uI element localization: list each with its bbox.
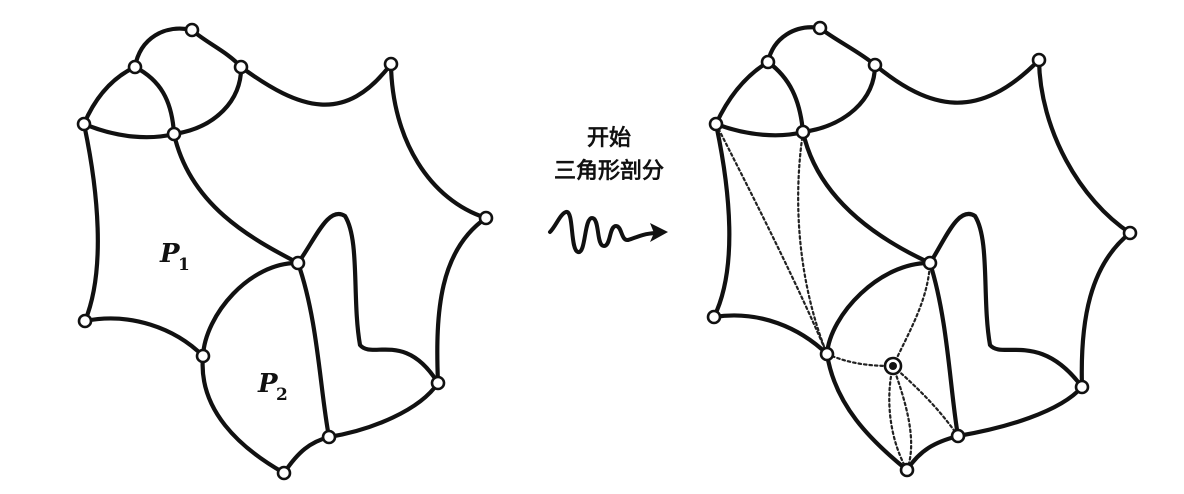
vertex xyxy=(430,375,446,391)
vertex xyxy=(77,313,93,329)
edge xyxy=(295,260,332,440)
edge xyxy=(189,27,244,70)
edge xyxy=(81,64,138,127)
left-mesh-edges xyxy=(81,26,489,476)
vertex xyxy=(706,309,722,325)
vertex xyxy=(950,428,966,444)
vertex xyxy=(819,346,835,362)
edge xyxy=(824,351,910,473)
edge xyxy=(326,380,441,440)
left-mesh: P 1 P 2 xyxy=(76,22,494,481)
triangulation-edge xyxy=(891,364,913,472)
vertex xyxy=(760,54,776,70)
edge xyxy=(711,121,732,320)
edge xyxy=(800,62,878,135)
edge xyxy=(200,260,301,359)
edge xyxy=(132,64,177,137)
vertex xyxy=(1074,379,1090,395)
vertex xyxy=(290,255,306,271)
edge xyxy=(82,316,206,359)
caption-line-1: 开始 xyxy=(587,125,631,151)
left-mesh-vertices xyxy=(76,22,494,481)
edge xyxy=(388,61,489,221)
triangulation-edge xyxy=(891,261,932,368)
vertex xyxy=(812,20,828,36)
edge xyxy=(872,57,1042,105)
vertex xyxy=(195,348,211,364)
triangulation-edge xyxy=(825,352,895,368)
region-label-p1: P 1 xyxy=(159,239,190,275)
vertex xyxy=(233,59,249,75)
vertex xyxy=(922,255,938,271)
region-p2-letter: P xyxy=(257,369,279,399)
right-mesh xyxy=(706,20,1138,478)
edge xyxy=(171,64,244,137)
edge xyxy=(817,25,878,68)
edge xyxy=(927,211,1085,390)
edge xyxy=(81,121,177,140)
edge xyxy=(713,121,806,138)
triangulation-edge xyxy=(888,364,909,472)
right-mesh-vertices xyxy=(706,20,1138,478)
vertex xyxy=(795,124,811,140)
center-vertex xyxy=(883,356,903,376)
right-mesh-edges xyxy=(711,25,1133,473)
region-label-p2: P 2 xyxy=(257,369,288,405)
vertex xyxy=(478,210,494,226)
vertex xyxy=(127,59,143,75)
vertex xyxy=(76,116,92,132)
triangulation-edge xyxy=(797,130,829,356)
edge xyxy=(713,59,771,127)
edge xyxy=(171,131,301,266)
vertex xyxy=(276,465,292,481)
region-p1-subscript: 1 xyxy=(178,255,190,275)
edge xyxy=(711,313,830,357)
edge xyxy=(132,26,195,70)
caption-line-2: 三角形剖分 xyxy=(554,158,664,184)
wavy-arrow-icon xyxy=(548,209,668,254)
vertex xyxy=(321,429,337,445)
right-mesh-triangulation xyxy=(714,122,960,472)
arrow-head xyxy=(650,223,668,242)
vertex xyxy=(383,56,399,72)
edge xyxy=(824,260,933,357)
vertex xyxy=(899,462,915,478)
triangulation-edge xyxy=(714,122,829,356)
edge xyxy=(765,25,823,65)
edge xyxy=(800,129,933,266)
edge xyxy=(1036,57,1133,236)
vertex xyxy=(708,116,724,132)
vertex xyxy=(1122,225,1138,241)
transition: 开始 三角形剖分 xyxy=(548,125,668,254)
edge xyxy=(295,211,441,386)
region-p1-letter: P xyxy=(159,239,181,269)
vertex xyxy=(1031,52,1047,68)
edge xyxy=(927,260,961,439)
edge xyxy=(765,59,806,135)
edge xyxy=(435,215,489,386)
edge xyxy=(1079,230,1133,390)
edge xyxy=(955,384,1085,439)
edge xyxy=(238,61,394,107)
edge xyxy=(904,433,961,473)
triangulation-edge xyxy=(891,364,960,438)
region-p2-subscript: 2 xyxy=(276,385,288,405)
wavy-arrow-line xyxy=(548,209,658,254)
edge xyxy=(281,434,332,476)
vertex xyxy=(166,126,182,142)
vertex xyxy=(867,57,883,73)
edge xyxy=(81,121,100,324)
vertex xyxy=(184,22,200,38)
edge xyxy=(200,353,287,476)
